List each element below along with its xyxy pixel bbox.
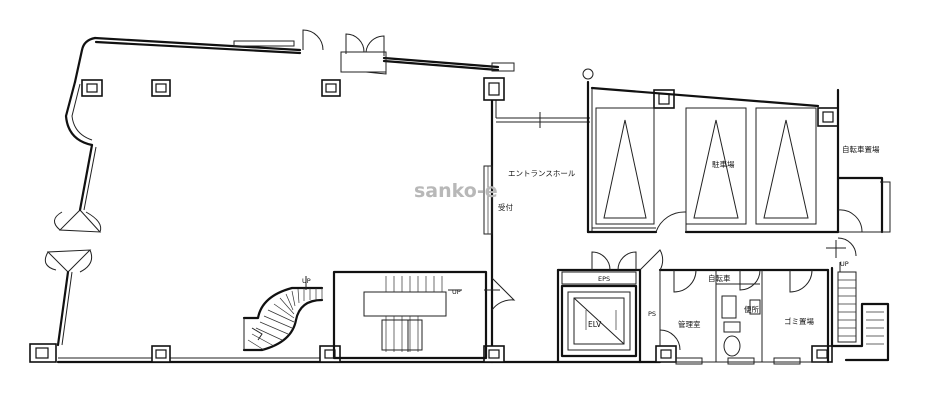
service-core-walls bbox=[556, 268, 830, 364]
reception-counter bbox=[483, 165, 493, 235]
column-icon bbox=[655, 345, 677, 363]
up-label-right: UP bbox=[840, 260, 849, 268]
elevator-shaft bbox=[560, 284, 638, 358]
column-icon bbox=[319, 345, 341, 363]
right-stair bbox=[830, 266, 890, 362]
entrance-gate bbox=[496, 112, 590, 128]
structural-columns bbox=[29, 77, 839, 363]
bicycle-parking-label: 自転車置場 bbox=[842, 144, 880, 154]
column-icon bbox=[81, 79, 103, 97]
reception-label: 受付 bbox=[498, 202, 513, 212]
parking-space bbox=[685, 107, 747, 225]
column-icon bbox=[151, 79, 171, 97]
bicycle-area bbox=[826, 176, 891, 258]
parking-door bbox=[655, 211, 687, 233]
up-arrow-icon bbox=[305, 262, 841, 291]
spiral-stair bbox=[242, 286, 324, 352]
parking-space bbox=[595, 107, 655, 225]
ps-label: PS bbox=[648, 310, 656, 318]
entrance-hall-label: エントランスホール bbox=[508, 169, 576, 178]
core-doors bbox=[591, 249, 813, 351]
toilet-fixture bbox=[721, 295, 761, 357]
up-label-center: UP bbox=[452, 288, 461, 296]
bottom-openings bbox=[675, 357, 801, 365]
management-room-label: 管理室 bbox=[678, 319, 701, 329]
column-icon bbox=[817, 107, 839, 127]
parking-label: 駐車場 bbox=[712, 159, 735, 169]
left-double-door bbox=[44, 209, 102, 273]
eps-box bbox=[561, 271, 637, 285]
main-hall-walls bbox=[56, 36, 662, 364]
restroom-label: 便所 bbox=[744, 304, 759, 314]
column-icon bbox=[29, 343, 57, 363]
garbage-room-label: ゴミ置場 bbox=[784, 316, 814, 326]
column-icon bbox=[321, 79, 341, 97]
column-icon bbox=[483, 77, 505, 101]
column-icon bbox=[151, 345, 171, 363]
stair-door bbox=[484, 277, 516, 311]
bicycle-label: 自転車 bbox=[708, 273, 731, 283]
center-stair bbox=[332, 270, 488, 360]
up-label-left: UP bbox=[302, 277, 311, 285]
top-double-door bbox=[302, 29, 387, 75]
watermark: sanko-e bbox=[414, 180, 498, 202]
column-icon bbox=[483, 345, 505, 363]
parking-space bbox=[755, 107, 817, 225]
elevator-label: ELV bbox=[588, 320, 602, 329]
parking-walls bbox=[582, 68, 840, 234]
eps-label: EPS bbox=[598, 275, 610, 283]
